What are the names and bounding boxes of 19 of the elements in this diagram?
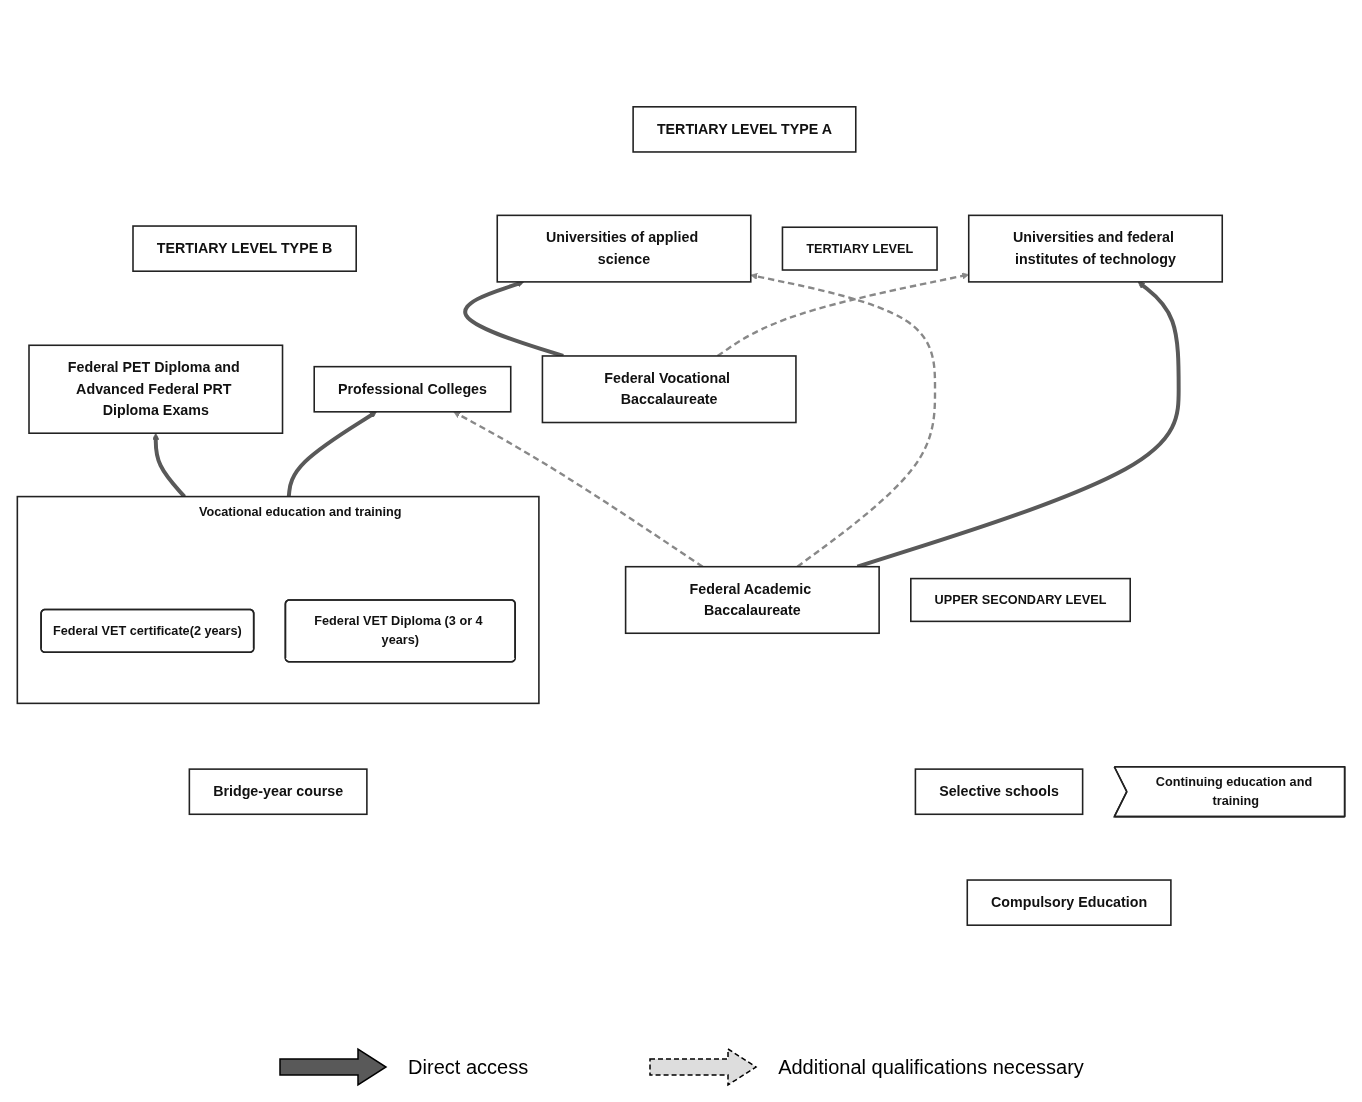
- node-box: Selective schools: [914, 768, 1084, 816]
- node-box: TERTIARY LEVEL: [781, 226, 938, 271]
- node-box: Federal Academic Baccalaureate: [624, 565, 880, 635]
- node-box: Universities and federal institutes of technology: [967, 214, 1224, 283]
- arrow: [286, 411, 377, 497]
- node-box: Professional Colleges: [313, 365, 512, 413]
- node-box: Compulsory Education: [966, 879, 1172, 926]
- arrow: [152, 432, 186, 498]
- node-box: Federal PET Diploma and Advanced Federal PRT Diploma Exams: [28, 344, 284, 434]
- arrow: [453, 411, 704, 568]
- arrow: [750, 273, 937, 568]
- node-box: Federal Vocational Baccalaureate: [541, 355, 797, 424]
- node-box: Universities of applied science: [496, 214, 752, 283]
- node-box: TERTIARY LEVEL TYPE A: [632, 106, 857, 153]
- node-box: TERTIARY LEVEL TYPE B: [132, 225, 357, 272]
- node-box: Bridge-year course: [188, 768, 368, 816]
- node-box: UPPER SECONDARY LEVEL: [910, 577, 1131, 623]
- legend-label: Direct access: [408, 1055, 529, 1079]
- legend-label: Additional qualifications necessary: [778, 1055, 1084, 1079]
